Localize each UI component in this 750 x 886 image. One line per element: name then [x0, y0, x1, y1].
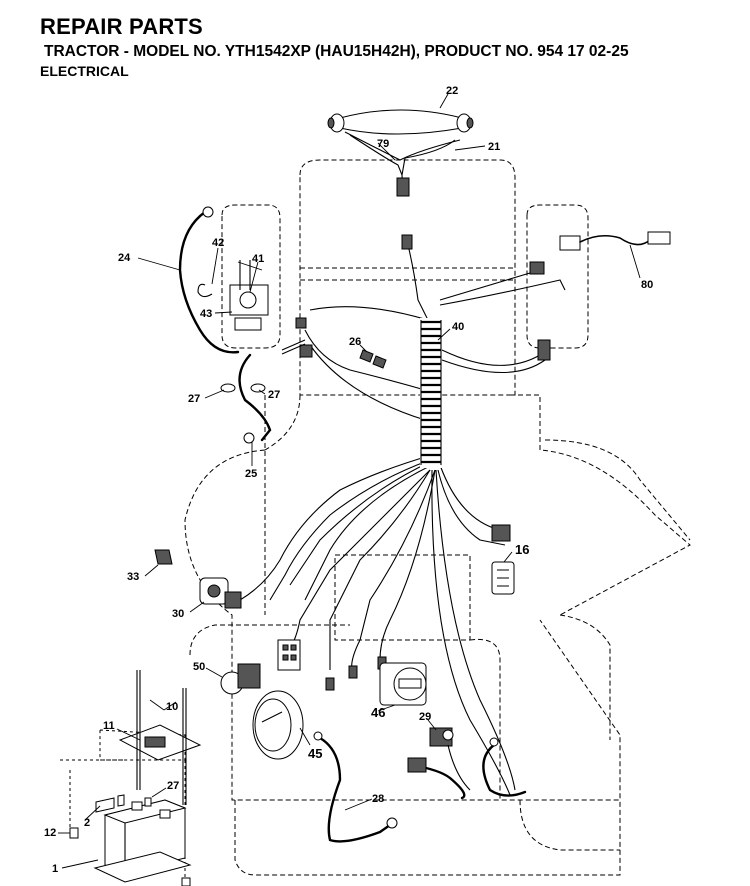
callout-46: 46: [371, 705, 385, 720]
callout-10: 10: [166, 701, 178, 713]
callout-16: 16: [515, 542, 529, 557]
callout-33: 33: [127, 571, 139, 583]
callout-27-right: 27: [268, 389, 280, 401]
seat-ring-terminal: [489, 737, 499, 747]
model-subtitle: TRACTOR - MODEL NO. YTH1542XP (HAU15H42H…: [44, 43, 629, 60]
callouts: 22 21 79 24 42 41 43 27 27 25 26 40 80 1…: [44, 85, 653, 875]
callout-41: 41: [252, 253, 264, 265]
solenoid-cable: [178, 210, 240, 354]
hex-nut-right: [250, 383, 266, 393]
seat-harness-cable: [482, 743, 527, 797]
harness-coil: [420, 318, 442, 468]
seat-switch: [429, 727, 471, 791]
callout-24: 24: [118, 252, 131, 264]
light-switch: [220, 663, 261, 695]
headlight-harness: [339, 109, 463, 196]
cable-ring-terminal-top: [202, 206, 214, 218]
page-header: REPAIR PARTS TRACTOR - MODEL NO. YTH1542…: [0, 0, 750, 86]
cable-ring-terminal-bottom: [243, 432, 255, 444]
callout-11: 11: [103, 720, 115, 732]
relay-harness: [559, 231, 671, 251]
harness-plug-left-lower: [299, 344, 313, 358]
main-wire-harness: [239, 244, 566, 796]
battery-cable-terminal-top: [313, 731, 323, 741]
hold-down-bracket: [118, 724, 202, 761]
callout-40: 40: [452, 321, 464, 333]
callout-50: 50: [193, 661, 205, 673]
harness-plug-pto: [491, 524, 511, 542]
callout-12: 12: [44, 827, 56, 839]
page-title: REPAIR PARTS: [40, 14, 203, 39]
ignition-switch: [199, 577, 242, 609]
callout-45: 45: [308, 746, 322, 761]
battery-nut: [117, 794, 152, 807]
leader-lines: [58, 93, 641, 869]
battery-tray: [93, 851, 192, 883]
callout-43: 43: [200, 308, 212, 320]
starter-cable: [238, 353, 272, 442]
battery-tray-nut: [181, 877, 191, 886]
battery-cable: [318, 736, 392, 843]
callout-80: 80: [641, 279, 653, 291]
callout-30: 30: [172, 608, 184, 620]
callout-79: 79: [377, 138, 389, 150]
battery-bolt: [95, 797, 115, 813]
hex-nut-left: [220, 383, 236, 393]
tractor-outline: [60, 159, 691, 880]
battery-cable-terminal-bottom: [386, 817, 398, 829]
pto-switch: [491, 561, 515, 595]
harness-plug-top: [401, 234, 413, 250]
callout-26: 26: [349, 336, 361, 348]
hour-meter: [379, 662, 427, 706]
section-label: ELECTRICAL: [40, 63, 129, 79]
gauge: [252, 690, 304, 760]
hold-down-rod-right: [182, 688, 187, 805]
ignition-key: [154, 549, 173, 565]
headlight-bulb-right: [456, 113, 474, 133]
callout-27-left: 27: [188, 393, 200, 405]
harness-plug-left: [295, 317, 307, 329]
callout-25: 25: [245, 468, 257, 480]
callout-27-battery: 27: [167, 780, 179, 792]
callout-21: 21: [488, 141, 500, 153]
fuse-lead: [281, 339, 306, 355]
headlight-connector: [396, 177, 410, 197]
terminal-a: [325, 677, 335, 691]
headlight-bulb-left: [327, 113, 345, 133]
seat-plug: [407, 757, 427, 773]
harness-plug-right: [529, 261, 545, 275]
callout-2: 2: [84, 817, 90, 829]
ground-wire: [197, 283, 213, 298]
solenoid: [229, 260, 269, 331]
callout-22: 22: [446, 85, 458, 97]
hold-down-rod-left: [136, 670, 141, 790]
connector-block: [277, 639, 301, 671]
callout-1: 1: [52, 863, 58, 875]
callout-28: 28: [372, 793, 384, 805]
fuse-holder: [359, 349, 387, 369]
callout-29: 29: [419, 711, 431, 723]
battery-terminal-cover: [69, 827, 79, 839]
harness-plug-right-lower: [537, 339, 551, 361]
seat-coil: [410, 763, 466, 800]
callout-42: 42: [212, 237, 224, 249]
terminal-b: [348, 665, 358, 679]
